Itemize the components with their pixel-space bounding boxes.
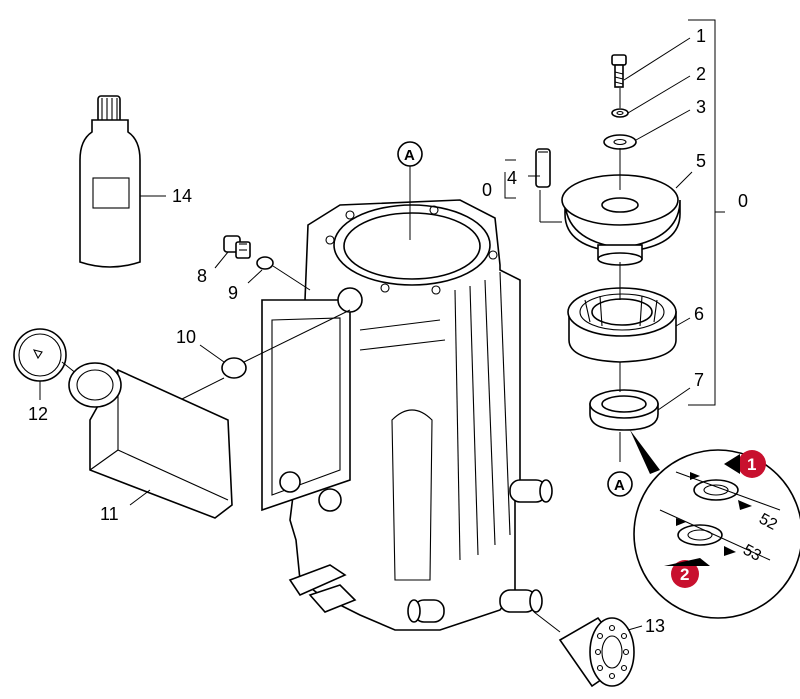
- svg-text:A: A: [614, 477, 625, 494]
- part-label-9: 9: [228, 283, 238, 303]
- oil-reservoir-icon: [68, 362, 233, 519]
- part-label-10: 10: [176, 327, 196, 347]
- part-label-6: 6: [694, 304, 704, 324]
- o-ring-icon: [221, 357, 247, 379]
- svg-text:1: 1: [747, 455, 756, 474]
- part-label-1: 1: [696, 26, 706, 46]
- part-label-5: 5: [696, 151, 706, 171]
- sight-glass-cover-icon: [13, 328, 67, 382]
- part-label-3: 3: [696, 97, 706, 117]
- valve-insert-icon: [558, 616, 635, 688]
- part-label-2: 2: [696, 64, 706, 84]
- svg-text:A: A: [404, 147, 415, 164]
- part-label-7: 7: [694, 370, 704, 390]
- bevel-gear-icon: [561, 174, 681, 266]
- part-label-0-left: 0: [482, 180, 492, 200]
- part-label-4: 4: [507, 168, 517, 188]
- detail-view: [633, 449, 800, 619]
- part-label-13: 13: [645, 616, 665, 636]
- part-label-11: 11: [100, 504, 119, 524]
- o-ring-icon: [256, 256, 274, 270]
- part-label-12: 12: [28, 404, 48, 424]
- bolt-icon: [611, 54, 627, 88]
- part-label-14: 14: [172, 186, 192, 206]
- pump-housing-icon: [261, 199, 553, 631]
- drain-plug-icon: [223, 235, 251, 259]
- shaft-seal-icon: [589, 389, 659, 431]
- oil-bottle-icon: [79, 95, 141, 268]
- svg-text:2: 2: [680, 565, 689, 584]
- badge-1: 1: [724, 450, 766, 478]
- part-label-8: 8: [197, 266, 207, 286]
- roller-bearing-icon: [567, 287, 677, 363]
- dim-53-label: 53: [740, 542, 764, 565]
- dim-52-label: 52: [756, 511, 780, 534]
- callout-a-top: A: [397, 141, 423, 167]
- part-label-0-right: 0: [738, 191, 748, 211]
- retaining-ring-icon: [603, 134, 637, 150]
- badge-2: 2: [664, 558, 710, 588]
- group-bracket: [688, 19, 725, 406]
- key-icon: [535, 148, 551, 188]
- callout-a-bottom: A: [607, 471, 633, 497]
- washer-icon: [611, 108, 629, 118]
